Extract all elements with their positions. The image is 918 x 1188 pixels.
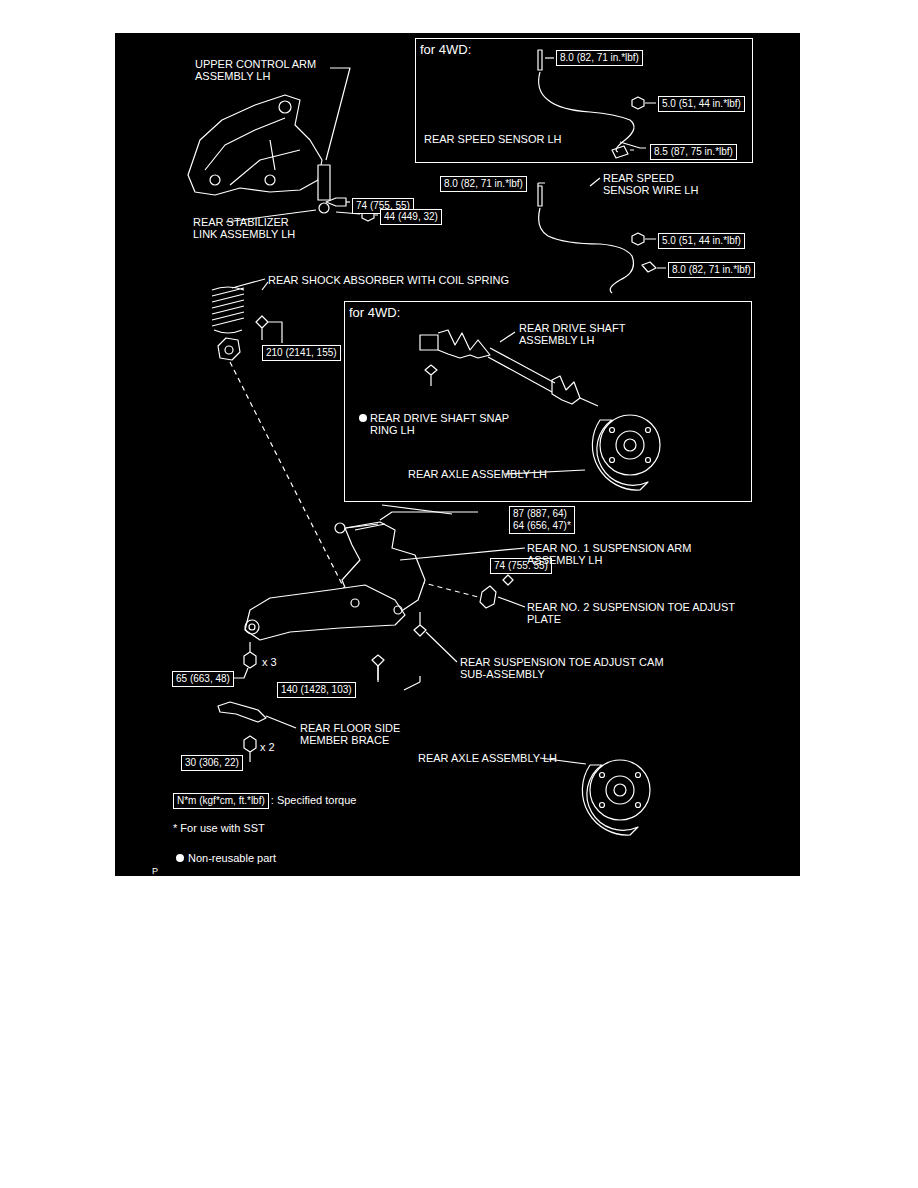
torque-value: 210 (2141, 155) [266, 347, 337, 359]
part-label: UPPER CONTROL ARM ASSEMBLY LH [195, 58, 330, 82]
torque-value: 64 (656, 47)* [513, 520, 571, 532]
part-label: REAR AXLE ASSEMBLY LH [418, 752, 557, 764]
torque-box: 65 (663, 48) [172, 671, 234, 687]
part-label: REAR AXLE ASSEMBLY LH [408, 468, 547, 480]
torque-box: 87 (887, 64)64 (656, 47)* [509, 506, 575, 534]
part-label: REAR STABILIZER LINK ASSEMBLY LH [193, 216, 313, 240]
part-label: : Specified torque [271, 794, 357, 806]
part-label: x 3 [262, 656, 277, 668]
torque-box: 5.0 (51, 44 in.*lbf) [658, 233, 745, 249]
torque-value: 30 (306, 22) [185, 757, 239, 769]
torque-box: 44 (449, 32) [380, 209, 442, 225]
torque-value: 44 (449, 32) [384, 211, 438, 223]
part-label: REAR NO. 1 SUSPENSION ARM ASSEMBLY LH [527, 542, 737, 566]
torque-value: N*m (kgf*cm, ft.*lbf) [177, 795, 265, 807]
torque-box: 5.0 (51, 44 in.*lbf) [658, 96, 745, 112]
legend-text: Non-reusable part [188, 852, 276, 864]
non-reusable-dot [176, 854, 184, 862]
torque-box: N*m (kgf*cm, ft.*lbf) [173, 793, 269, 809]
part-label: REAR SPEED SENSOR WIRE LH [603, 172, 713, 196]
torque-box: 8.0 (82, 71 in.*lbf) [668, 262, 755, 278]
torque-box: 210 (2141, 155) [262, 345, 341, 361]
part-label: x 2 [260, 741, 275, 753]
part-label: REAR DRIVE SHAFT SNAP RING LH [370, 412, 520, 436]
part-label: REAR SHOCK ABSORBER WITH COIL SPRING [268, 274, 509, 286]
part-label: REAR FLOOR SIDE MEMBER BRACE [300, 722, 440, 746]
torque-box: 30 (306, 22) [181, 755, 243, 771]
torque-value: 8.5 (87, 75 in.*lbf) [654, 146, 733, 158]
torque-value: 65 (663, 48) [176, 673, 230, 685]
torque-value: 5.0 (51, 44 in.*lbf) [662, 235, 741, 247]
torque-value: 8.0 (82, 71 in.*lbf) [560, 52, 639, 64]
panel-heading: for 4WD: [345, 302, 751, 323]
part-label: REAR NO. 2 SUSPENSION TOE ADJUST PLATE [527, 601, 737, 625]
non-reusable-dot [359, 414, 367, 422]
part-label: * For use with SST [173, 822, 265, 834]
part-label: REAR SUSPENSION TOE ADJUST CAM SUB-ASSEM… [460, 656, 690, 680]
page-mark: P [152, 865, 158, 877]
torque-box: 8.0 (82, 71 in.*lbf) [440, 176, 527, 192]
torque-box: 8.0 (82, 71 in.*lbf) [556, 50, 643, 66]
torque-value: 5.0 (51, 44 in.*lbf) [662, 98, 741, 110]
part-label: REAR DRIVE SHAFT ASSEMBLY LH [519, 322, 649, 346]
torque-box: 8.5 (87, 75 in.*lbf) [650, 144, 737, 160]
torque-box: 140 (1428, 103) [277, 682, 356, 698]
part-label: REAR SPEED SENSOR LH [424, 133, 562, 145]
torque-value: 8.0 (82, 71 in.*lbf) [444, 178, 523, 190]
torque-value: 140 (1428, 103) [281, 684, 352, 696]
torque-value: 87 (887, 64) [513, 508, 571, 520]
torque-value: 8.0 (82, 71 in.*lbf) [672, 264, 751, 276]
